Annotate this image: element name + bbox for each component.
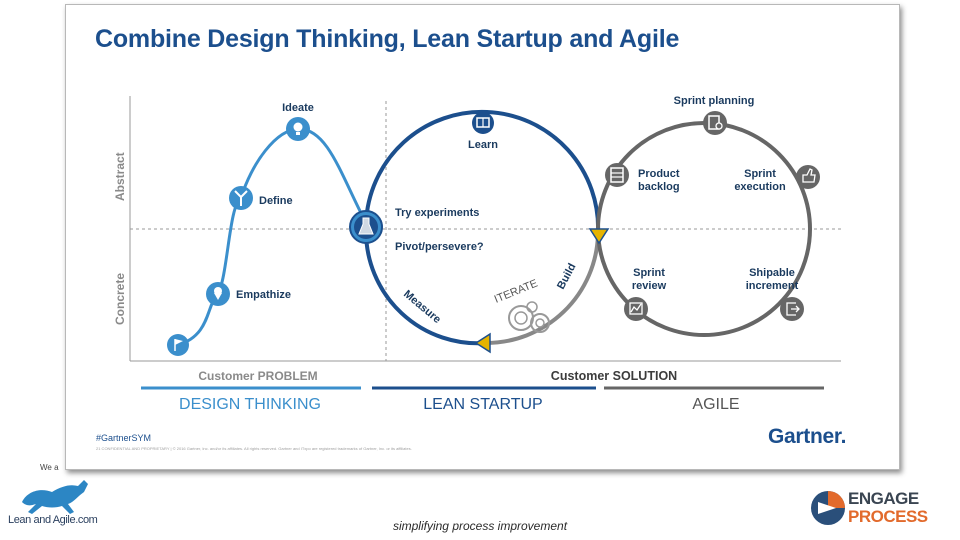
start-node	[167, 334, 189, 356]
export-icon	[786, 302, 800, 316]
slide-title: Combine Design Thinking, Lean Startup an…	[95, 25, 680, 53]
lean-loop-arc-top	[364, 109, 601, 234]
iterate-gears-icon	[508, 301, 550, 333]
sprint-execution-node	[796, 165, 820, 189]
engage-process-logo	[811, 491, 845, 525]
branch-arrows-icon	[234, 190, 248, 206]
product-backlog-node	[605, 163, 629, 187]
customer-solution-label: Customer SOLUTION	[551, 369, 677, 383]
shipable-label-1: Shipable	[749, 267, 795, 279]
pivot-label: Pivot/persevere?	[395, 241, 484, 253]
lean-logo-text: Lean and Agile.com	[8, 514, 98, 526]
thumbs-up-icon	[802, 168, 816, 183]
lean-agile-dog-logo	[22, 480, 88, 514]
sprint-execution-label-2: execution	[734, 181, 786, 193]
lean-loop-arc-bottom	[363, 230, 487, 346]
shipable-label-2: increment	[746, 280, 799, 292]
legal-notice: 21 CONFIDENTIAL AND PROPRIETARY | © 2016…	[96, 446, 412, 451]
sprint-execution-label-1: Sprint	[744, 168, 776, 180]
process-text: PROCESS	[848, 507, 928, 526]
gartner-logo: Gartner.	[768, 425, 847, 448]
product-backlog-label-2: backlog	[638, 181, 680, 193]
define-node	[229, 186, 253, 210]
sprint-review-node	[624, 297, 648, 321]
lean-logo-top-text: We a	[40, 463, 59, 472]
design-thinking-band-label: DESIGN THINKING	[179, 396, 321, 413]
hashtag: #GartnerSYM	[96, 433, 152, 443]
shipable-increment-node	[780, 297, 804, 321]
sprint-review-label-2: review	[632, 280, 667, 292]
engage-text: ENGAGE	[848, 489, 919, 508]
slide: Combine Design Thinking, Lean Startup an…	[65, 4, 900, 470]
ideate-node	[286, 117, 310, 141]
measure-arrow-marker	[474, 332, 491, 354]
flask-icon	[358, 217, 374, 235]
define-label: Define	[259, 195, 293, 207]
build-arrow-marker	[588, 228, 610, 245]
list-icon	[610, 167, 624, 183]
sprint-review-label-1: Sprint	[633, 267, 665, 279]
tagline: simplifying process improvement	[392, 519, 568, 533]
empathize-label: Empathize	[236, 289, 291, 301]
axis-label-concrete: Concrete	[113, 273, 127, 325]
sprint-planning-label: Sprint planning	[674, 95, 755, 107]
axis-label-abstract: Abstract	[113, 152, 127, 201]
lightbulb-icon	[293, 122, 303, 132]
try-experiments-label: Try experiments	[395, 207, 479, 219]
customer-problem-label: Customer PROBLEM	[198, 369, 317, 383]
framework-diagram: Abstract Concrete Empathize Define	[113, 95, 841, 413]
design-thinking-curve	[177, 127, 368, 347]
ideate-label: Ideate	[282, 102, 314, 114]
learn-node	[472, 112, 494, 134]
lean-loop-arc-build	[485, 234, 600, 345]
agile-band-label: AGILE	[692, 396, 739, 413]
learn-label: Learn	[468, 139, 498, 151]
sprint-planning-node	[703, 111, 727, 135]
product-backlog-label-1: Product	[638, 168, 680, 180]
empathize-node	[206, 282, 230, 306]
lean-startup-band-label: LEAN STARTUP	[423, 396, 542, 413]
chart-icon	[629, 302, 643, 315]
build-label: Build	[555, 261, 579, 291]
try-experiments-node	[349, 210, 383, 244]
